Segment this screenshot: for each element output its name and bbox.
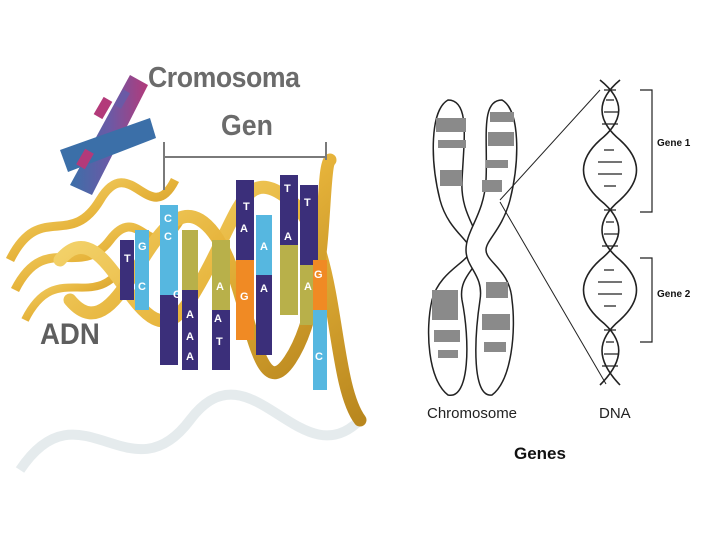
base-letter: C xyxy=(164,231,172,243)
base-letter: T xyxy=(304,197,311,209)
base-letter: T xyxy=(243,201,250,213)
chromosome-bands xyxy=(432,112,514,358)
connector-lines xyxy=(499,89,607,385)
base-letter: A xyxy=(240,223,248,235)
gene-brackets-right xyxy=(640,89,653,343)
figure-caption: Genes xyxy=(514,444,566,463)
base-letter: T xyxy=(124,253,131,265)
helix-shadow xyxy=(15,389,364,473)
base-letter: T xyxy=(216,336,223,348)
base-letter: A xyxy=(186,351,194,363)
base-letter: T xyxy=(284,183,291,195)
dna-line-helix xyxy=(582,79,638,386)
base-letter: G xyxy=(240,291,249,303)
base-letter: A xyxy=(186,331,194,343)
base-letter: G xyxy=(138,241,147,253)
gene2-label: Gene 2 xyxy=(657,289,691,300)
base-letter: G xyxy=(173,289,182,301)
gene-bracket xyxy=(163,142,327,190)
base-letter: G xyxy=(314,269,323,281)
base-letter: A xyxy=(304,281,312,293)
base-letter: A xyxy=(216,281,224,293)
chromosome-x xyxy=(60,75,156,195)
dna-label-es: ADN xyxy=(40,318,100,351)
chromosome-label-es: Cromosoma xyxy=(148,62,300,94)
base-letter: A xyxy=(284,231,292,243)
gene-label-es: Gen xyxy=(221,110,273,142)
base-letter: C xyxy=(164,213,172,225)
helix-strand-a xyxy=(53,180,367,427)
gene1-label: Gene 1 xyxy=(657,138,691,149)
base-letter: C xyxy=(138,281,146,293)
base-letters: C C G A A A A T A A G A T T A G T A A C … xyxy=(124,183,323,363)
base-letter: A xyxy=(260,283,268,295)
base-letter: A xyxy=(214,313,222,325)
chromosome-label: Chromosome xyxy=(427,405,518,422)
base-letter: A xyxy=(260,241,268,253)
base-pair-rungs xyxy=(120,175,327,390)
base-letter: A xyxy=(186,309,194,321)
dna-label: DNA xyxy=(599,405,631,422)
base-letter: C xyxy=(315,351,323,363)
